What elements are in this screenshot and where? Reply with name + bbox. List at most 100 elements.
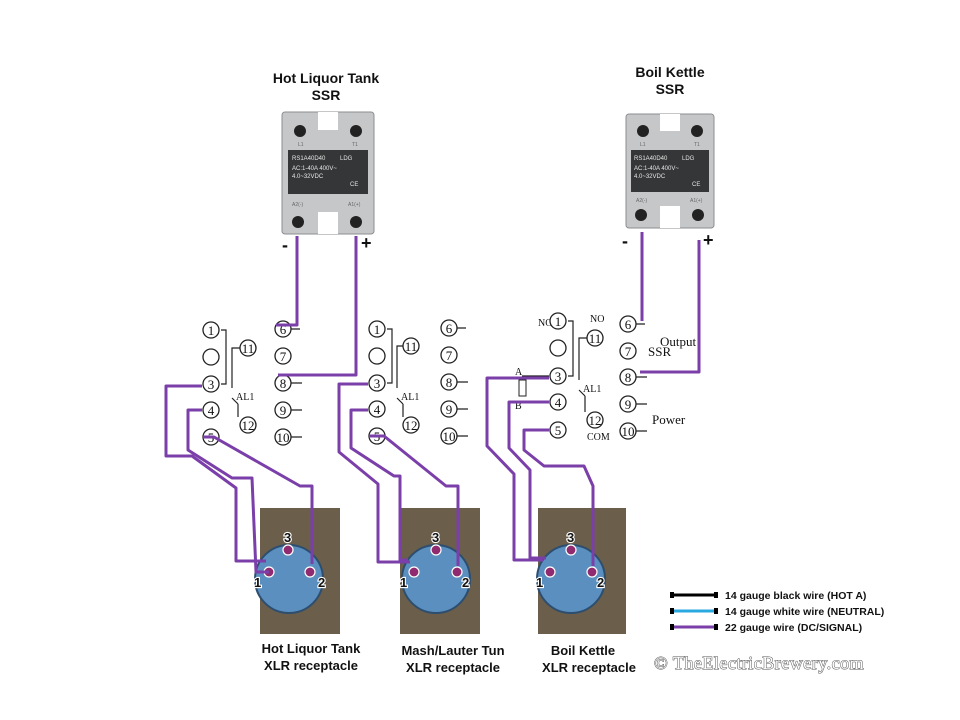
ssr-hlt-top-left: L1 — [298, 142, 304, 148]
ssr-hlt-plus: + — [361, 233, 372, 253]
pin-label: 7 — [625, 344, 632, 359]
xlr-bk-label-line1: Boil Kettle — [551, 643, 615, 658]
pin-label: 11 — [405, 339, 418, 354]
xlr-pin-3-label: 3 — [432, 530, 439, 545]
xlr-pin-1 — [408, 566, 420, 578]
pin-label: 1 — [208, 323, 215, 338]
xlr-receptacle-bk: 3 1 2 Boil Kettle XLR receptacle — [535, 508, 636, 675]
xlr-pin-1-label: 1 — [536, 575, 543, 590]
pin-circle — [368, 347, 386, 365]
pin-label: 12 — [242, 418, 255, 433]
legend-endcap — [714, 624, 718, 630]
xlr-hlt-label-line1: Hot Liquor Tank — [262, 641, 361, 656]
ssr-hlt-spec2: 4.0~32VDC — [292, 174, 324, 180]
pin-label: 6 — [446, 321, 453, 336]
ssr-boil-kettle: Boil Kettle SSR L1 T1 RS1A40D40 LDG AC:1… — [622, 64, 715, 251]
xlr-pin-1-label: 1 — [254, 575, 261, 590]
ssr-hlt-screw-plus — [350, 216, 362, 228]
ssr-hlt-top-right: T1 — [352, 142, 358, 148]
pin-label: 1 — [374, 322, 381, 337]
ssr-bk-screw-plus — [692, 209, 704, 221]
pin-circle — [202, 401, 220, 419]
wire-hlt-ssr-plus — [278, 236, 358, 377]
copyright-watermark: © TheElectricBrewery.com — [654, 653, 864, 673]
pin-label: 4 — [555, 395, 562, 410]
xlr-mlt-label-line1: Mash/Lauter Tun — [401, 643, 504, 658]
pin-circle — [202, 321, 220, 339]
pin-label: 7 — [280, 349, 287, 364]
pin-circle — [368, 320, 386, 338]
ssr-bk-top-right: T1 — [694, 142, 700, 148]
wire-hlt-ssr-minus — [276, 236, 299, 327]
pin-circle — [368, 400, 386, 418]
wire-bk-pin3-xlr1 — [485, 376, 549, 562]
legend-label-black: 14 gauge black wire (HOT A) — [725, 590, 866, 602]
pin-label: 12 — [405, 418, 418, 433]
pin-circle — [586, 411, 604, 429]
ssr-bk-terminal-right: A1(+) — [690, 198, 703, 204]
pin-label: 10 — [277, 430, 290, 445]
xlr-pin-1 — [544, 566, 556, 578]
pin-label: 3 — [208, 377, 215, 392]
legend-endcap — [670, 624, 674, 630]
ssr-hlt-ce: CE — [350, 182, 358, 188]
al1-label: AL1 — [236, 392, 254, 403]
relay-line — [578, 337, 587, 412]
no-label: NO — [590, 314, 604, 325]
tc-b-label: B — [515, 401, 522, 412]
wire-bk-pin5-xlr2 — [522, 428, 595, 566]
pin-label: 6 — [625, 317, 632, 332]
signal-wires — [164, 232, 701, 574]
ssr-bk-spec2: 4.0~32VDC — [634, 174, 666, 180]
xlr-pin-3 — [565, 544, 577, 556]
legend-endcap — [714, 608, 718, 614]
al1-label: AL1 — [401, 392, 419, 403]
pin-label: 10 — [622, 424, 635, 439]
pin-label: 3 — [374, 376, 381, 391]
xlr-pin-2 — [586, 566, 598, 578]
ssr-bk-title-line1: Boil Kettle — [635, 64, 704, 80]
xlr-pin-1-label: 1 — [400, 575, 407, 590]
bracket-line — [387, 328, 393, 384]
pin-circle — [549, 421, 567, 439]
wire-hlt-pin4-xlr1-alt — [186, 408, 269, 574]
pin-circle — [549, 393, 567, 411]
relay-line — [396, 345, 404, 417]
wire-mlt-pin3-xlr1 — [337, 382, 410, 564]
ssr-bk-plus: + — [703, 230, 714, 250]
pin-label: 8 — [625, 370, 632, 385]
wire-legend: 14 gauge black wire (HOT A) 14 gauge whi… — [670, 590, 884, 634]
pin-label: 4 — [208, 403, 215, 418]
pin-label: 9 — [625, 397, 632, 412]
ssr-hlt-screw-l1 — [294, 125, 306, 137]
power-label: Power — [652, 412, 686, 427]
xlr-pin-2-label: 2 — [462, 575, 469, 590]
ssr-hlt-notch-top — [318, 112, 338, 130]
xlr-pin-3-label: 3 — [567, 530, 574, 545]
ssr-label: SSR — [648, 344, 671, 359]
tc-a-label: A — [515, 367, 523, 378]
pin-label: 10 — [443, 429, 456, 444]
ssr-hlt-spec1: AC:1-40A 400V~ — [292, 166, 337, 172]
xlr-pin-2-label: 2 — [597, 575, 604, 590]
pin-circle — [549, 312, 567, 330]
ssr-bk-notch-bottom — [660, 206, 680, 228]
ssr-hlt-label — [288, 150, 368, 194]
ssr-hlt-screw-t1 — [350, 125, 362, 137]
wire-mlt-pin5-xlr2 — [369, 434, 460, 566]
ssr-hot-liquor-tank: Hot Liquor Tank SSR L1 T1 RS1A40D40 LDG … — [273, 70, 379, 255]
ssr-hlt-title-line2: SSR — [312, 87, 341, 103]
ssr-bk-screw-l1 — [637, 125, 649, 137]
com-label: COM — [587, 432, 610, 443]
legend-label-signal: 22 gauge wire (DC/SIGNAL) — [725, 622, 862, 634]
pin-circle — [549, 367, 567, 385]
ssr-hlt-brand: LDG — [340, 156, 353, 162]
relay-line — [231, 347, 240, 417]
ssr-bk-minus: - — [622, 231, 628, 251]
pin-label: 1 — [555, 314, 562, 329]
xlr-bk-label-line2: XLR receptacle — [542, 660, 636, 675]
ssr-hlt-model: RS1A40D40 — [292, 156, 326, 162]
pin-label: 8 — [446, 375, 453, 390]
ssr-hlt-screw-minus — [292, 216, 304, 228]
